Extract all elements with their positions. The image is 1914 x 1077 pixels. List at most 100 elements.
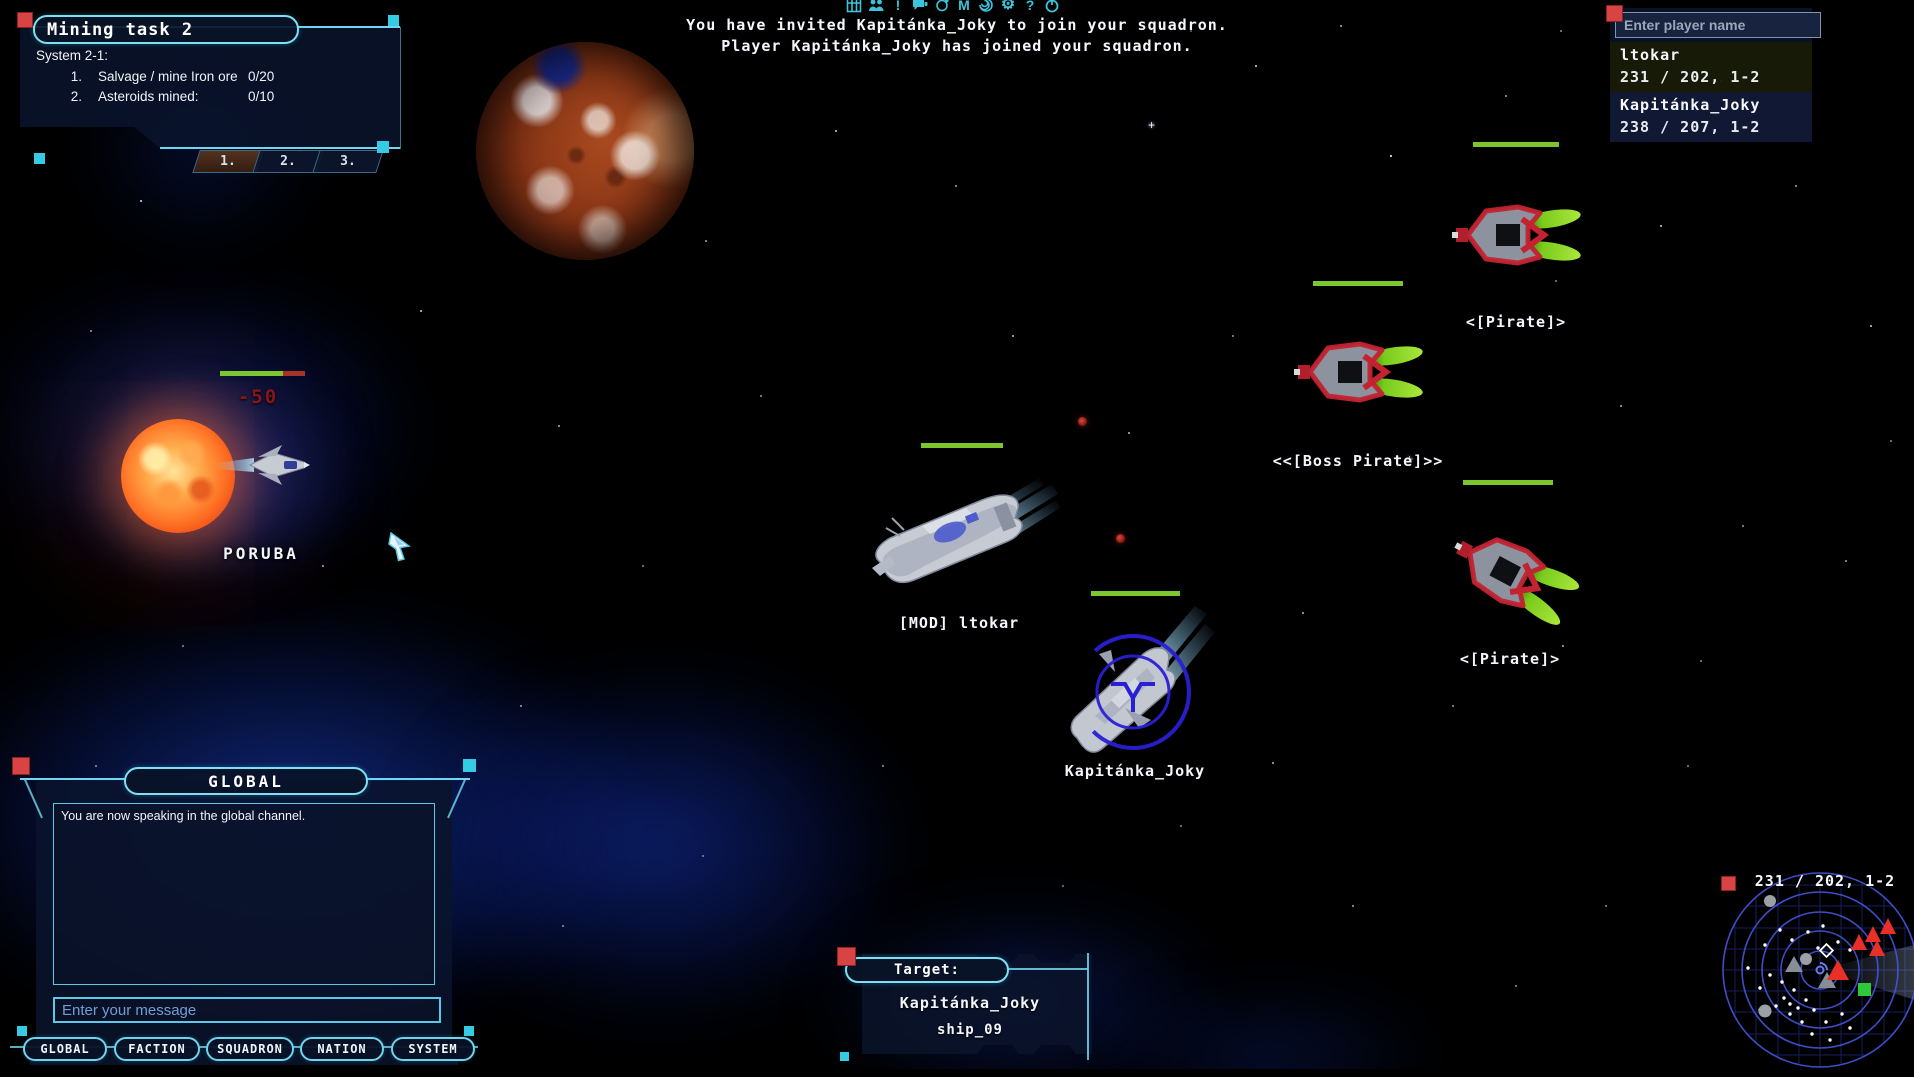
- projectile: [1116, 534, 1125, 543]
- engine-trail: [1163, 624, 1215, 684]
- mission-title-capsule: Mining task 2: [33, 15, 299, 44]
- health-bar-boss: [1313, 281, 1403, 286]
- radar-planet-blips: [1758, 895, 1812, 1018]
- mission-tab-label: 2.: [280, 154, 296, 169]
- target-title-capsule: Target:: [845, 957, 1009, 983]
- health-bar-damage: [283, 371, 305, 376]
- chat-icon[interactable]: [912, 0, 928, 13]
- player-ship[interactable]: [870, 470, 1060, 595]
- radar-coordinates: 231 / 202, 1-2: [1754, 872, 1896, 890]
- chat-corner-handle[interactable]: [17, 1026, 27, 1036]
- boss-pirate-label: <<[Boss Pirate]>>: [1272, 452, 1444, 470]
- settings-icon[interactable]: ⚙: [1000, 0, 1016, 13]
- squadron-member-row[interactable]: ltokar 231 / 202, 1-2: [1610, 42, 1812, 92]
- squadmate-ship-label: Kapitánka_Joky: [1064, 762, 1206, 780]
- radar-asteroid-blips: [1746, 924, 1852, 1042]
- member-coords: 231 / 202, 1-2: [1620, 68, 1761, 86]
- mission-objectives: 1. Salvage / mine Iron ore 0/20 2. Aster…: [20, 64, 275, 104]
- chat-tab-system[interactable]: SYSTEM: [391, 1037, 475, 1061]
- mission-panel-corner-handle[interactable]: [377, 141, 389, 153]
- chat-log[interactable]: You are now speaking in the global chann…: [53, 803, 435, 985]
- radar-drag-handle[interactable]: [1721, 876, 1736, 891]
- mission-tab-label: 1.: [220, 154, 236, 169]
- squadron-icon[interactable]: [868, 0, 884, 13]
- target-reticle: [1075, 634, 1191, 750]
- target-panel-drag-handle[interactable]: [837, 947, 856, 966]
- projectile: [1078, 417, 1087, 426]
- hud-icon-bar: ! M ⚙ ?: [846, 0, 1060, 13]
- health-bar-pirate2: [1463, 480, 1553, 485]
- chat-tab-label: NATION: [317, 1042, 367, 1056]
- health-bar-pirate1: [1473, 142, 1559, 147]
- nebula: [0, 230, 490, 630]
- squadron-member-row[interactable]: Kapitánka_Joky 238 / 207, 1-2: [1610, 92, 1812, 142]
- scout-ship[interactable]: [214, 443, 310, 489]
- target-title: Target:: [893, 962, 960, 978]
- mission-panel-drag-handle[interactable]: [17, 12, 33, 28]
- boss-pirate-ship[interactable]: [1294, 334, 1426, 410]
- mission-tab-label: 3.: [340, 154, 356, 169]
- objective-number: 1.: [70, 69, 82, 84]
- chat-corner-handle[interactable]: [464, 1026, 474, 1036]
- chat-tab-squadron[interactable]: SQUADRON: [206, 1037, 294, 1061]
- chat-tab-label: FACTION: [128, 1042, 186, 1056]
- orbit-icon[interactable]: [934, 0, 950, 13]
- pirate-ship[interactable]: [1452, 197, 1584, 273]
- chat-tab-label: SYSTEM: [408, 1042, 458, 1056]
- radar-enemy-blips: [1827, 918, 1896, 980]
- mouse-cursor: [388, 531, 411, 562]
- objective-label: Salvage / mine Iron ore: [98, 69, 238, 84]
- health-bar-player: [921, 443, 1003, 448]
- star-label: PORUBA: [223, 544, 299, 563]
- star-sparkle: +: [1148, 118, 1156, 132]
- nebula: [1040, 960, 1500, 1077]
- power-icon[interactable]: [1044, 0, 1060, 13]
- missions-icon[interactable]: M: [958, 0, 970, 13]
- target-right-border: [1087, 953, 1089, 1060]
- objective-row: 1. Salvage / mine Iron ore 0/20: [20, 69, 275, 84]
- chat-tab-faction[interactable]: FACTION: [114, 1037, 200, 1061]
- help-icon[interactable]: ?: [1025, 0, 1035, 13]
- objective-progress: 0/20: [248, 69, 275, 84]
- mission-panel-corner-handle[interactable]: [34, 153, 45, 164]
- notification-line-1: You have invited Kapitánka_Joky to join …: [686, 16, 1228, 34]
- squadron-panel-drag-handle[interactable]: [1606, 5, 1623, 22]
- target-ship-name: ship_09: [936, 1022, 1003, 1038]
- chat-title-capsule: GLOBAL: [124, 767, 368, 795]
- planet[interactable]: [476, 42, 694, 260]
- chat-message-input[interactable]: [53, 997, 441, 1023]
- health-bar-scout: [220, 371, 305, 376]
- objective-number: 2.: [70, 89, 82, 104]
- inventory-icon[interactable]: [846, 0, 862, 13]
- chat-tab-global[interactable]: GLOBAL: [23, 1037, 107, 1061]
- screen-bottom-strip: [0, 1069, 1914, 1077]
- chat-tab-label: SQUADRON: [217, 1042, 283, 1056]
- mission-panel-resize-handle[interactable]: [388, 15, 399, 26]
- target-corner-handle[interactable]: [840, 1052, 849, 1061]
- alerts-icon[interactable]: !: [895, 0, 901, 13]
- chat-header-line-left: [20, 778, 126, 780]
- chat-panel-drag-handle[interactable]: [12, 757, 30, 775]
- squadmate-ship[interactable]: [1055, 588, 1220, 758]
- chat-tab-nation[interactable]: NATION: [300, 1037, 384, 1061]
- player-search-input[interactable]: [1615, 12, 1821, 38]
- mission-tab-3[interactable]: 3.: [312, 150, 384, 173]
- target-header-line: [1003, 968, 1088, 970]
- chat-log-message: You are now speaking in the global chann…: [61, 809, 306, 823]
- radar-map[interactable]: [1714, 864, 1914, 1076]
- galaxy-icon[interactable]: [978, 0, 994, 13]
- objective-row: 2. Asteroids mined: 0/10: [20, 89, 275, 104]
- mission-system: System 2-1:: [36, 48, 109, 63]
- member-name: ltokar: [1620, 46, 1681, 64]
- pirate-ship[interactable]: [1438, 511, 1590, 640]
- radar-sweep: [1820, 944, 1914, 1000]
- radar-squadmate-blip: [1858, 983, 1871, 996]
- engine-trail: [216, 458, 254, 472]
- objective-progress: 0/10: [248, 89, 275, 104]
- member-name: Kapitánka_Joky: [1620, 96, 1761, 114]
- starfield: [0, 0, 2, 2]
- notification-line-2: Player Kapitánka_Joky has joined your sq…: [721, 37, 1193, 55]
- chat-panel-resize-handle[interactable]: [463, 759, 476, 772]
- player-ship-label: [MOD] ltokar: [898, 614, 1020, 632]
